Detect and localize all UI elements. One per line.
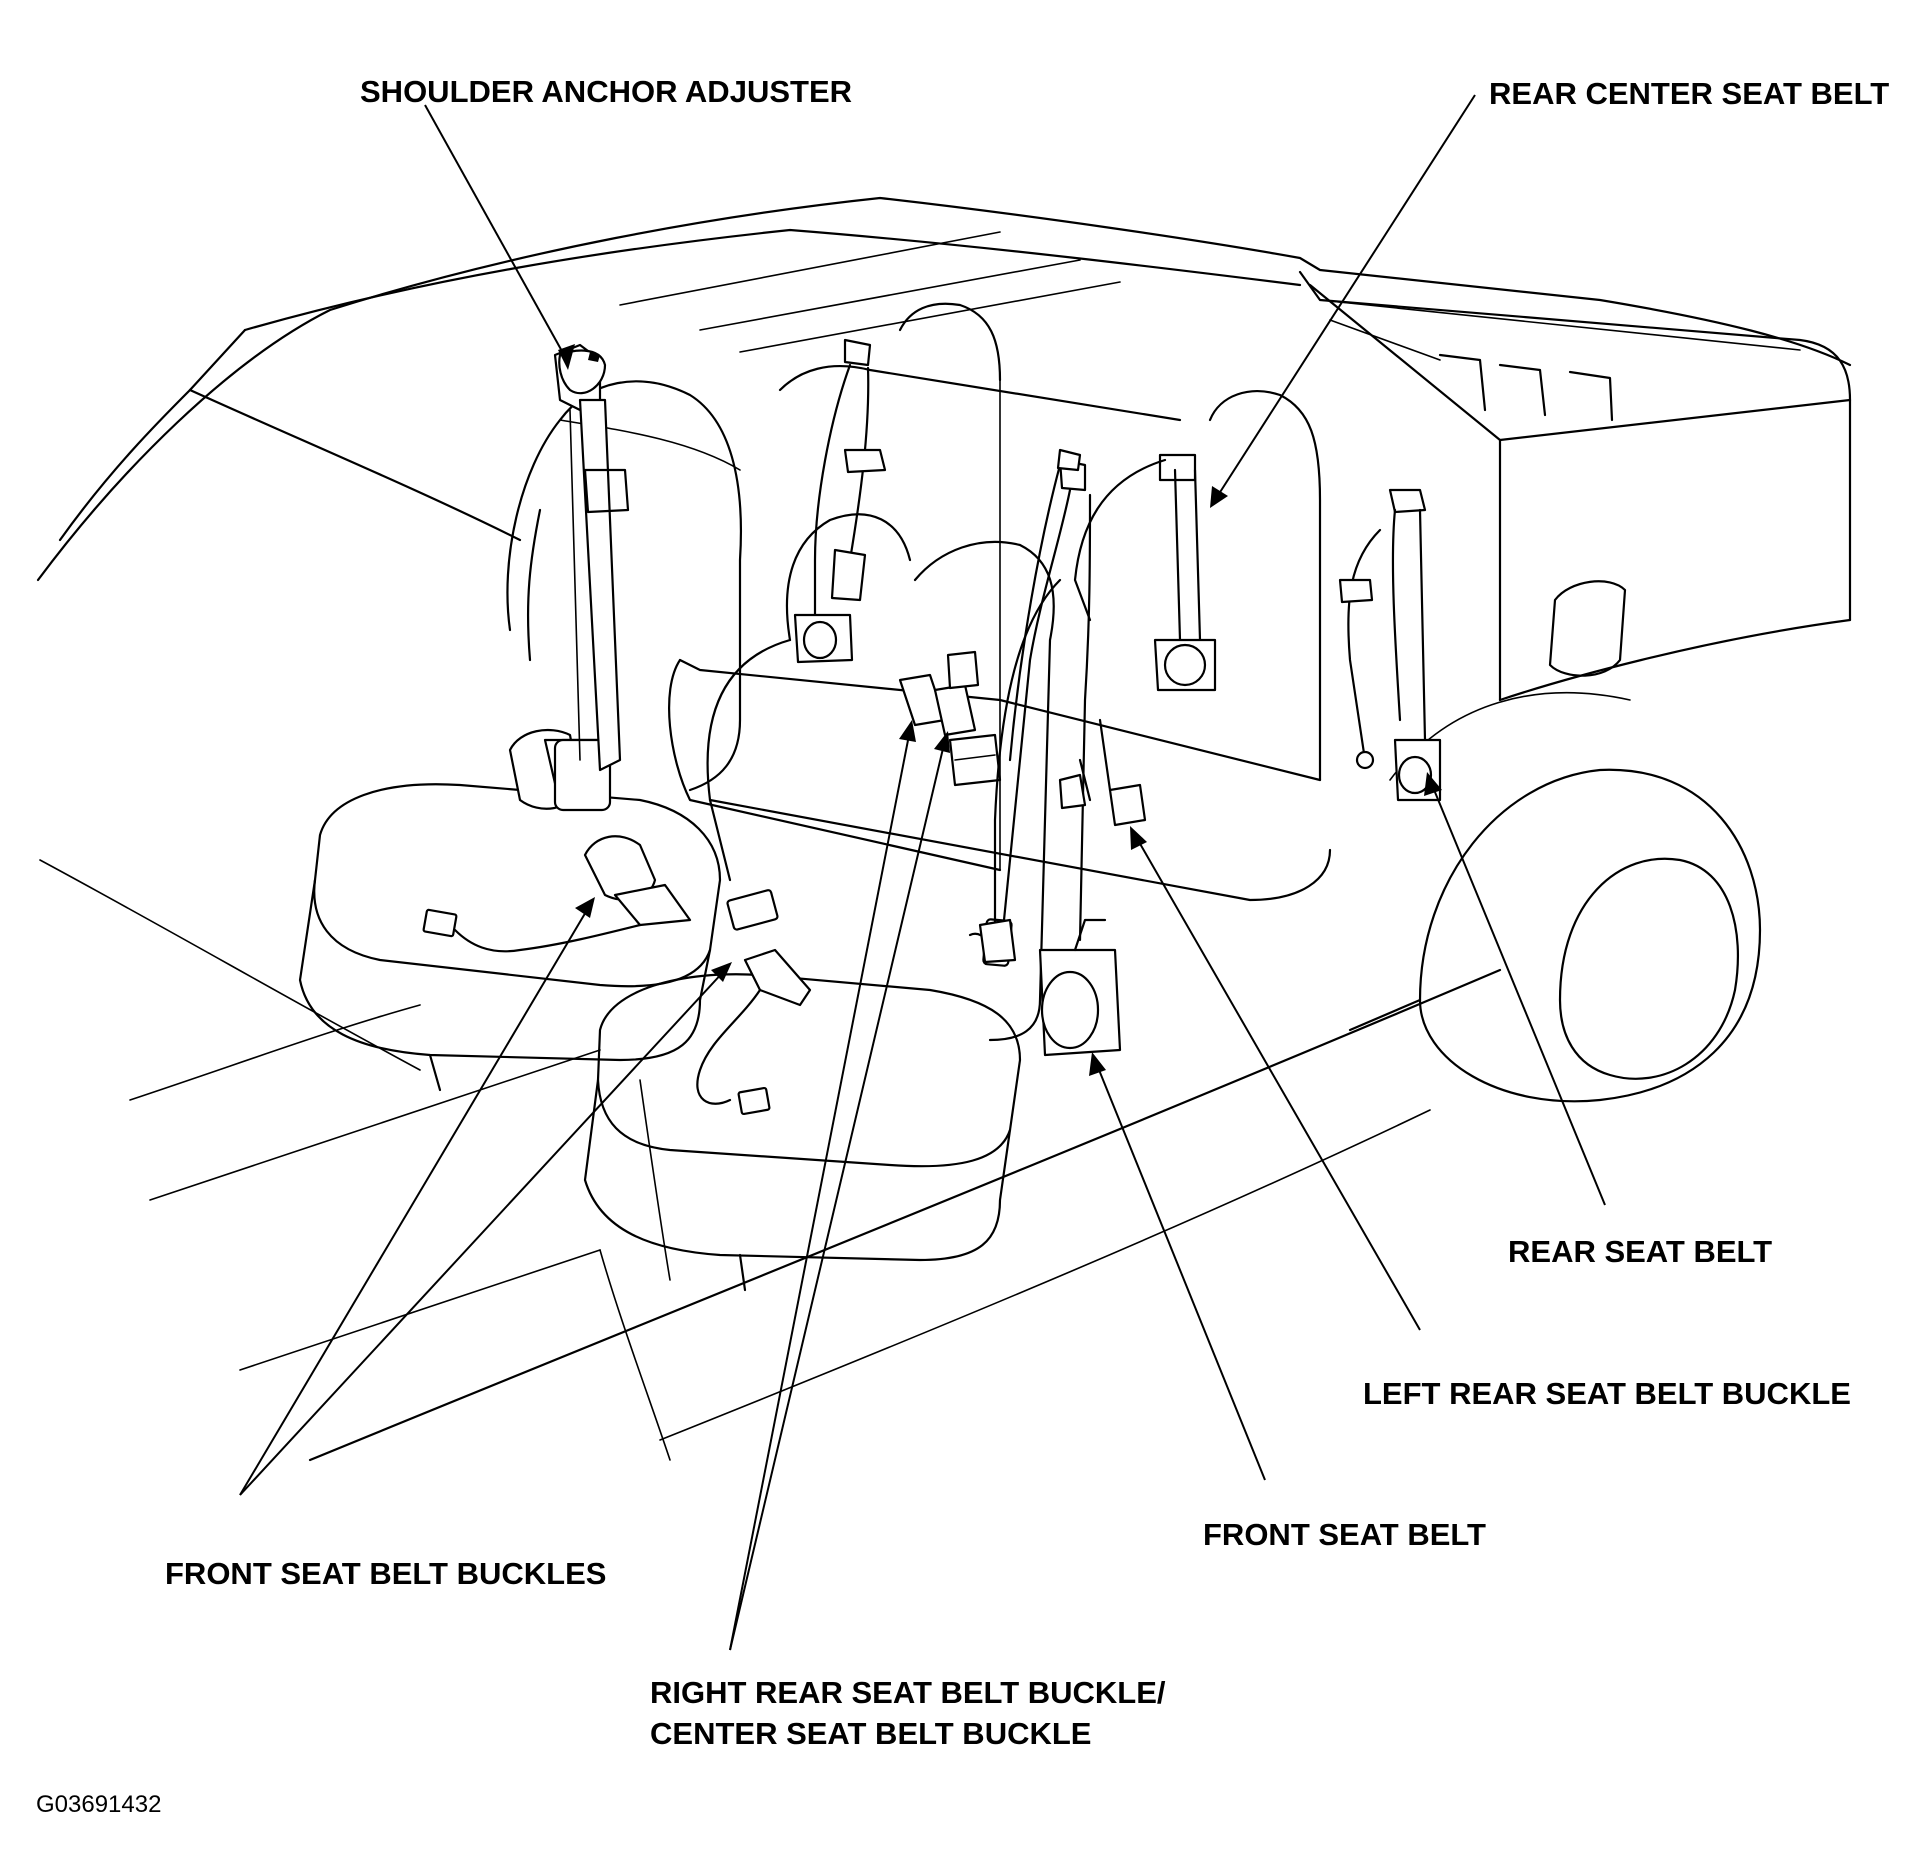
front-passenger-lap-belt (978, 578, 1062, 964)
label-front-seat-belt-buckles: FRONT SEAT BELT BUCKLES (165, 1556, 606, 1591)
label-rear-center-seat-belt: REAR CENTER SEAT BELT (1489, 76, 1889, 111)
label-right-rear-buckle-line1: RIGHT REAR SEAT BELT BUCKLE/ (650, 1675, 1166, 1710)
rear-right-seat-belt (1338, 488, 1442, 802)
rear-center-seat-belt (1008, 448, 1217, 762)
callout-labels: SHOULDER ANCHOR ADJUSTER REAR CENTER SEA… (36, 74, 1889, 1818)
right-rear-center-buckles (898, 650, 1002, 787)
label-front-seat-belt: FRONT SEAT BELT (1203, 1517, 1486, 1552)
rear-left-seat-belt (793, 338, 887, 664)
leader-lines (239, 94, 1606, 1651)
label-shoulder-anchor-adjuster: SHOULDER ANCHOR ADJUSTER (360, 74, 852, 109)
left-rear-buckle (1058, 718, 1147, 827)
rear-seat (667, 302, 1332, 902)
left-front-seat (298, 380, 743, 1092)
label-left-rear-seat-belt-buckle: LEFT REAR SEAT BELT BUCKLE (1363, 1376, 1851, 1411)
figure-code: G03691432 (36, 1791, 161, 1818)
left-front-seat-belt (526, 343, 630, 772)
left-front-buckle (422, 835, 692, 953)
right-front-buckle (696, 948, 812, 1116)
label-rear-seat-belt: REAR SEAT BELT (1508, 1234, 1772, 1269)
vehicle-body-outline (36, 196, 1852, 1462)
label-right-rear-buckle-line2: CENTER SEAT BELT BUCKLE (650, 1716, 1091, 1751)
